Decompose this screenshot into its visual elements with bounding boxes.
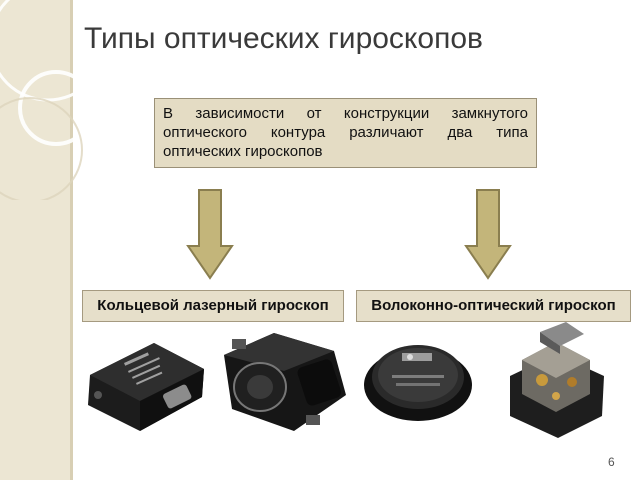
cube-fiber-optic-gyroscope-photo [510, 322, 604, 438]
down-arrow-icon [464, 189, 512, 280]
decorative-circles [0, 0, 108, 200]
down-arrow-icon [186, 189, 234, 280]
slide-title: Типы оптических гироскопов [84, 22, 483, 55]
page-number: 6 [608, 455, 615, 469]
ring-laser-gyroscope-label: Кольцевой лазерный гироскоп [82, 290, 344, 322]
intro-text-box: В зависимости от конструкции замкнутого … [154, 98, 537, 168]
side-divider-line [70, 0, 73, 480]
fiber-optic-gyroscope-label: Волоконно-оптический гироскоп [356, 290, 631, 322]
ring-laser-gyroscope-unit-photo [224, 333, 346, 431]
round-fiber-optic-gyroscope-photo [364, 345, 472, 421]
gladiator-gyroscope-photo [88, 343, 204, 431]
